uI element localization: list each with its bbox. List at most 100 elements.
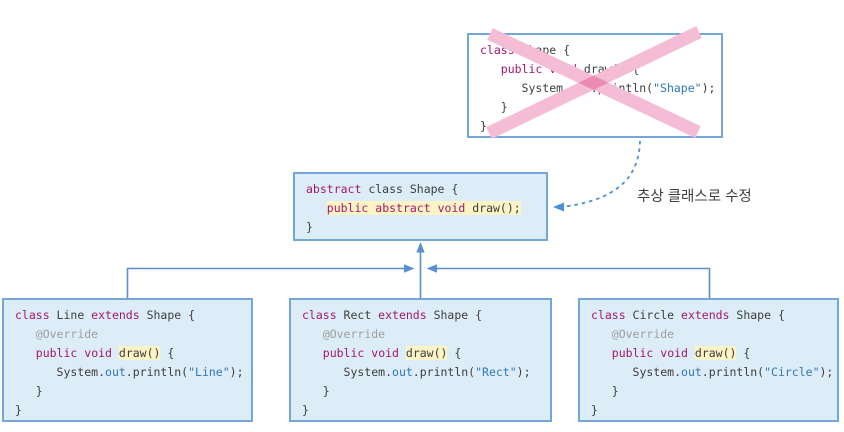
code-token: { bbox=[736, 346, 751, 360]
code-token: System. bbox=[591, 365, 682, 379]
code-box-line: class Line extends Shape { @Override pub… bbox=[2, 298, 253, 422]
code-token: System. bbox=[15, 365, 106, 379]
code-line: } bbox=[15, 382, 251, 401]
code-line: public void draw() { bbox=[15, 344, 251, 363]
code-token bbox=[368, 201, 376, 215]
code-token bbox=[399, 346, 406, 360]
code-line: } bbox=[302, 382, 550, 401]
code-line: class Circle extends Shape { bbox=[591, 306, 837, 325]
code-line: public abstract void draw(); bbox=[306, 199, 546, 218]
code-token: public bbox=[611, 346, 654, 360]
code-line: } bbox=[15, 401, 251, 420]
code-token: { bbox=[447, 346, 462, 360]
code-token: out bbox=[105, 365, 126, 379]
code-box-circle: class Circle extends Shape { @Override p… bbox=[578, 298, 839, 422]
arrow-line-to-shape bbox=[126, 264, 415, 298]
code-token: } bbox=[306, 220, 313, 234]
arrow-circle-to-shape bbox=[426, 264, 711, 298]
code-token bbox=[480, 62, 501, 76]
code-token: draw() bbox=[405, 346, 448, 360]
code-token: ); bbox=[819, 365, 834, 379]
code-token bbox=[15, 327, 36, 341]
code-token: public bbox=[35, 346, 78, 360]
code-line: public void draw() { bbox=[480, 60, 721, 79]
code-token: ); bbox=[701, 81, 716, 95]
code-token: class bbox=[302, 308, 337, 322]
annotation-label: 추상 클래스로 수정 bbox=[637, 189, 752, 205]
code-token: } bbox=[480, 100, 508, 114]
code-line: } bbox=[591, 382, 837, 401]
code-box-rect: class Rect extends Shape { @Override pub… bbox=[289, 298, 552, 422]
code-line: class Rect extends Shape { bbox=[302, 306, 550, 325]
code-line: } bbox=[480, 117, 721, 136]
code-token: extends bbox=[681, 308, 730, 322]
code-box-shape-crossed: class Shape { public void draw() { Syste… bbox=[467, 33, 723, 138]
code-token: out bbox=[570, 81, 591, 95]
code-line: System.out.println("Shape"); bbox=[480, 79, 721, 98]
code-token: void bbox=[660, 346, 688, 360]
code-token: Shape { bbox=[514, 43, 571, 57]
code-line: @Override bbox=[591, 325, 837, 344]
code-token: "Line" bbox=[188, 365, 230, 379]
code-token: public bbox=[500, 62, 543, 76]
code-token: extends bbox=[378, 308, 427, 322]
code-token: System. bbox=[302, 365, 393, 379]
code-token: abstract bbox=[375, 201, 431, 215]
code-block-rect: class Rect extends Shape { @Override pub… bbox=[302, 306, 550, 420]
code-token: Shape { bbox=[139, 308, 196, 322]
code-token bbox=[302, 346, 323, 360]
code-token: draw(); bbox=[465, 201, 521, 215]
code-line: } bbox=[480, 98, 721, 117]
code-token: } bbox=[302, 403, 309, 417]
code-token: out bbox=[681, 365, 702, 379]
code-token bbox=[15, 346, 36, 360]
code-line: @Override bbox=[302, 325, 550, 344]
code-line: public void draw() { bbox=[591, 344, 837, 363]
code-token: Line bbox=[49, 308, 92, 322]
dashed-modify-arrow bbox=[553, 140, 641, 212]
code-token: Rect bbox=[336, 308, 379, 322]
code-token: .println( bbox=[125, 365, 189, 379]
code-token: extends bbox=[91, 308, 140, 322]
code-token: "Shape" bbox=[653, 81, 702, 95]
code-token: class Shape { bbox=[361, 182, 459, 196]
code-token bbox=[430, 201, 438, 215]
arrow-rect-to-shape bbox=[416, 242, 425, 298]
code-token: } bbox=[302, 384, 330, 398]
code-token: "Circle" bbox=[764, 365, 820, 379]
code-token: class bbox=[480, 43, 515, 57]
code-token: } bbox=[591, 384, 619, 398]
code-token: @Override bbox=[322, 327, 386, 341]
code-line: System.out.println("Circle"); bbox=[591, 363, 837, 382]
code-token: .println( bbox=[590, 81, 654, 95]
code-token: draw() bbox=[118, 346, 161, 360]
code-block-shape: class Shape { public void draw() { Syste… bbox=[480, 41, 721, 136]
code-line: System.out.println("Line"); bbox=[15, 363, 251, 382]
code-token: void bbox=[437, 201, 466, 215]
code-block-circle: class Circle extends Shape { @Override p… bbox=[591, 306, 837, 420]
code-token: @Override bbox=[611, 327, 675, 341]
code-token: { bbox=[160, 346, 175, 360]
code-token bbox=[302, 327, 323, 341]
code-line: class Line extends Shape { bbox=[15, 306, 251, 325]
code-token: abstract bbox=[306, 182, 362, 196]
code-token bbox=[591, 327, 612, 341]
code-block-line: class Line extends Shape { @Override pub… bbox=[15, 306, 251, 420]
code-token: public bbox=[322, 346, 365, 360]
code-token: Shape { bbox=[426, 308, 483, 322]
code-token: Circle bbox=[625, 308, 682, 322]
code-token: void bbox=[84, 346, 112, 360]
code-line: abstract class Shape { bbox=[306, 180, 546, 199]
code-token: void bbox=[549, 62, 577, 76]
code-token: out bbox=[392, 365, 413, 379]
code-token: public bbox=[326, 201, 369, 215]
code-token: } bbox=[480, 119, 487, 133]
code-token: } bbox=[15, 403, 22, 417]
code-line: @Override bbox=[15, 325, 251, 344]
code-token: class bbox=[591, 308, 626, 322]
code-token: System. bbox=[480, 81, 571, 95]
code-line: class Shape { bbox=[480, 41, 721, 60]
code-line: } bbox=[302, 401, 550, 420]
code-token: class bbox=[15, 308, 50, 322]
code-token: "Rect" bbox=[475, 365, 517, 379]
